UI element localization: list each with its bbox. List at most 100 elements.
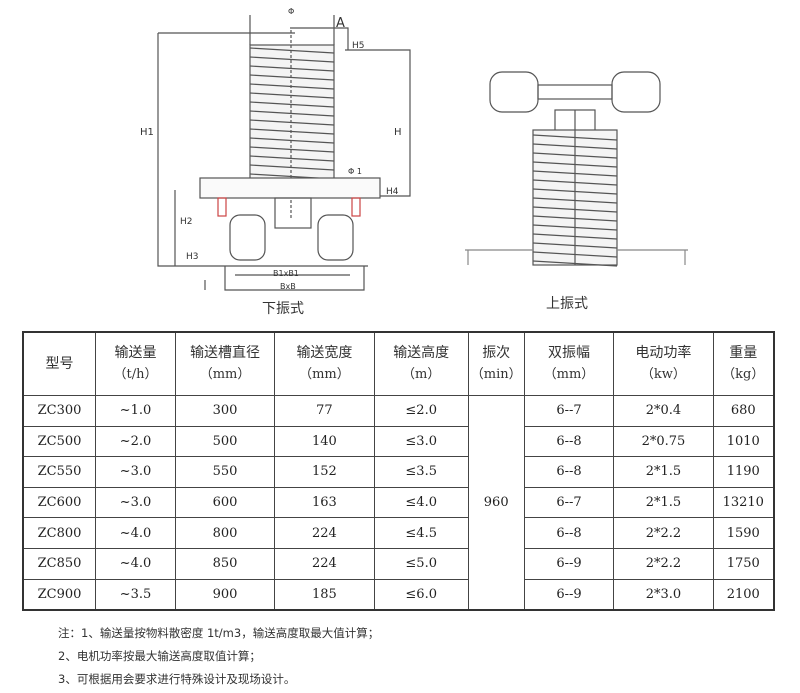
header-unit: （mm） (299, 367, 350, 382)
note-1: 注：1、输送量按物料散密度 1t/m3，输送高度取最大值计算； (58, 626, 380, 640)
spiral-coil (249, 56, 335, 63)
spiral-coil (249, 164, 335, 171)
upper-vibration-diagram (465, 71, 688, 267)
table-cell: 1590 (712, 517, 775, 549)
table-cell: 2*1.5 (613, 456, 714, 488)
table-cell: ZC800 (22, 517, 97, 549)
table-cell: 300 (174, 395, 276, 427)
table-cell: 2*2.2 (613, 547, 714, 580)
table-cell: 185 (274, 578, 375, 611)
table-cell: ZC550 (22, 456, 97, 488)
spiral-coil (249, 92, 335, 99)
spiral-coil (249, 119, 335, 126)
header-unit: （mm） (199, 367, 251, 382)
spec-table: 型号输送量（t/h）输送槽直径（mm）输送宽度（mm）输送高度（m）振次（min… (22, 331, 775, 612)
table-cell: ≤2.0 (373, 395, 469, 427)
table-cell: 500 (174, 425, 276, 458)
header-name: 输送宽度 (296, 345, 353, 361)
table-cell: 6--8 (523, 425, 615, 458)
table-cell: ~1.0 (95, 395, 176, 427)
spiral-coil (249, 128, 335, 135)
header-name: 电动功率 (635, 345, 692, 361)
diagrams: Φ A H5 H1 H Φ 1 H4 H2 H3 B1xB1 BxB 下振式 上… (140, 7, 688, 317)
table-cell: 152 (274, 456, 375, 488)
column-header: 输送宽度 （mm） (274, 331, 375, 396)
note-3: 3、可根据用会要求进行特殊设计及现场设计。 (58, 672, 296, 686)
table-cell: 6--8 (523, 517, 615, 549)
spiral-coil (249, 110, 335, 117)
table-cell: 224 (274, 547, 375, 580)
header-name: 输送槽直径 (190, 345, 261, 361)
header-unit: （kg） (722, 367, 765, 382)
label-h2: H2 (180, 217, 193, 227)
table-cell: 77 (274, 395, 375, 427)
column-header: 双振幅（mm） (523, 331, 615, 396)
column-header: 型号 (22, 331, 97, 396)
label-h3: H3 (186, 252, 199, 262)
spiral-coil (249, 74, 335, 81)
table-cell: 2100 (712, 578, 775, 611)
table-cell: 6--9 (523, 578, 615, 611)
table-cell: ~2.0 (95, 425, 176, 458)
header-name: 输送高度 (393, 345, 450, 361)
table-cell: 13210 (712, 486, 775, 519)
table-cell: ~4.0 (95, 517, 176, 549)
table-cell: 6--7 (523, 486, 615, 519)
label-h1: H1 (140, 127, 154, 138)
table-cell: 163 (274, 486, 375, 519)
table-cell: 2*3.0 (613, 578, 714, 611)
header-unit: （m） (402, 367, 441, 382)
spiral-coil (249, 47, 335, 54)
table-cell: 224 (274, 517, 375, 549)
table-cell: 1190 (712, 456, 775, 488)
note-2: 2、电机功率按最大输送高度取值计算； (58, 649, 261, 663)
header-unit: （min） (470, 367, 522, 382)
table-cell: 600 (174, 486, 276, 519)
header-unit: （mm） (543, 367, 595, 382)
spiral-coil (249, 155, 335, 162)
table-cell: 850 (174, 547, 276, 580)
table-cell: ZC600 (22, 486, 97, 519)
table-cell: 550 (174, 456, 276, 488)
column-header: 重量（kg） (712, 331, 775, 396)
header-name: 型号 (45, 356, 74, 372)
table-cell: ≤6.0 (373, 578, 469, 611)
header-unit: （kw） (640, 367, 686, 382)
label-phi: Φ (288, 7, 294, 16)
table-cell: 680 (712, 395, 775, 427)
table-cell: ~3.0 (95, 486, 176, 519)
table-cell: 2*0.4 (613, 395, 714, 427)
label-b: BxB (280, 282, 296, 291)
lower-vibration-diagram (157, 15, 411, 291)
table-cell: 1750 (712, 547, 775, 580)
header-unit: （t/h） (113, 367, 158, 382)
table-cell: ≤4.5 (373, 517, 469, 549)
table-cell: 900 (174, 578, 276, 611)
table-cell: 6--8 (523, 456, 615, 488)
table-cell: ≤3.5 (373, 456, 469, 488)
table-cell: ~3.0 (95, 456, 176, 488)
table-cell: 2*0.75 (613, 425, 714, 458)
spiral-coil (249, 137, 335, 144)
vibration-freq-cell: 960 (467, 395, 525, 611)
table-cell: ZC900 (22, 578, 97, 611)
table-cell: 1010 (712, 425, 775, 458)
table-cell: 6--7 (523, 395, 615, 427)
caption-upper: 上振式 (546, 296, 588, 312)
table-cell: ZC300 (22, 395, 97, 427)
label-h4: H4 (386, 187, 399, 197)
column-header: 输送高度 （m） (373, 331, 469, 396)
table-cell: 6--9 (523, 547, 615, 580)
spiral-coil (249, 101, 335, 108)
label-a: A (336, 16, 345, 31)
label-h5: H5 (352, 41, 365, 51)
column-header: 输送量 （t/h） (95, 331, 176, 396)
table-cell: ~3.5 (95, 578, 176, 611)
header-name: 输送量 (114, 345, 157, 361)
